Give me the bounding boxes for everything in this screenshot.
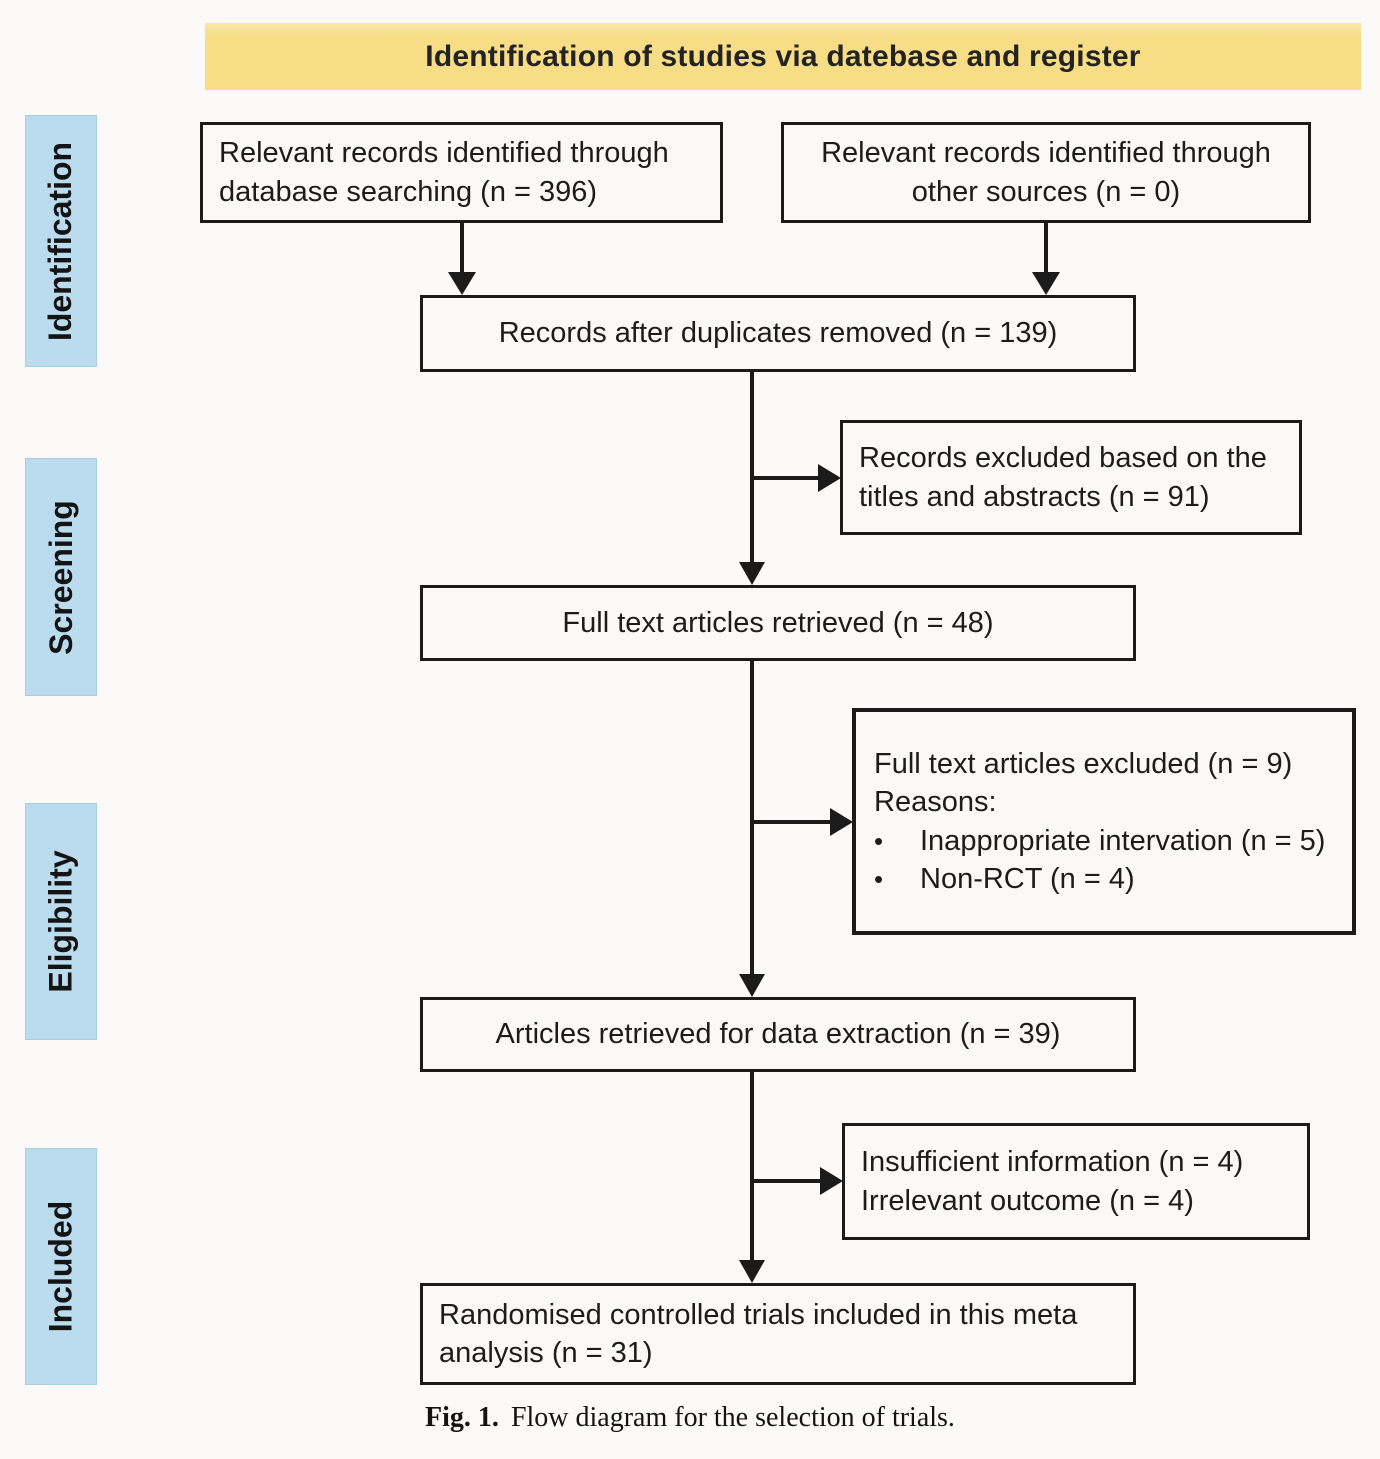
excluded-insufficient-info: Insufficient information (n = 4)	[861, 1146, 1244, 1179]
full-text-excluded-heading: Full text articles excluded (n = 9)	[874, 747, 1293, 780]
figure-caption: Fig. 1. Flow diagram for the selection of…	[0, 1402, 1380, 1434]
diagram-header: Identification of studies via datebase a…	[205, 23, 1361, 90]
exclusion-reason-item: • Non-RCT (n = 4)	[874, 860, 1135, 898]
stage-screening-label: Screening	[42, 499, 79, 655]
figure-caption-text: Flow diagram for the selection of trials…	[510, 1402, 955, 1433]
stage-identification: Identification	[25, 115, 97, 367]
stage-eligibility-label: Eligibility	[42, 850, 79, 993]
stage-identification-label: Identification	[42, 141, 79, 341]
diagram-title: Identification of studies via datebase a…	[425, 39, 1141, 73]
stage-screening: Screening	[25, 458, 97, 696]
stage-included: Included	[25, 1148, 97, 1385]
exclusion-reason-text: Non-RCT (n = 4)	[920, 862, 1135, 895]
figure-caption-label: Fig. 1.	[425, 1402, 499, 1433]
box-database-records: Relevant records identified through data…	[200, 122, 723, 223]
box-full-text-retrieved: Full text articles retrieved (n = 48)	[420, 585, 1136, 661]
box-data-extraction: Articles retrieved for data extraction (…	[420, 997, 1136, 1072]
box-excluded-before-final: Insufficient information (n = 4) Irrelev…	[842, 1123, 1310, 1240]
box-excluded-titles-abstracts: Records excluded based on the titles and…	[840, 420, 1302, 535]
box-full-text-excluded: Full text articles excluded (n = 9) Reas…	[852, 708, 1356, 935]
excluded-irrelevant-outcome: Irrelevant outcome (n = 4)	[861, 1184, 1194, 1217]
bullet-icon: •	[874, 825, 884, 856]
stage-included-label: Included	[42, 1200, 79, 1333]
bullet-icon: •	[874, 863, 884, 894]
full-text-excluded-reasons-label: Reasons:	[874, 786, 997, 819]
box-duplicates-removed: Records after duplicates removed (n = 13…	[420, 295, 1136, 372]
box-included-final: Randomised controlled trials included in…	[420, 1283, 1136, 1385]
exclusion-reason-text: Inappropriate intervation (n = 5)	[920, 824, 1326, 857]
box-other-sources: Relevant records identified through othe…	[781, 122, 1311, 223]
stage-eligibility: Eligibility	[25, 803, 97, 1040]
exclusion-reason-item: • Inappropriate intervation (n = 5)	[874, 822, 1325, 860]
